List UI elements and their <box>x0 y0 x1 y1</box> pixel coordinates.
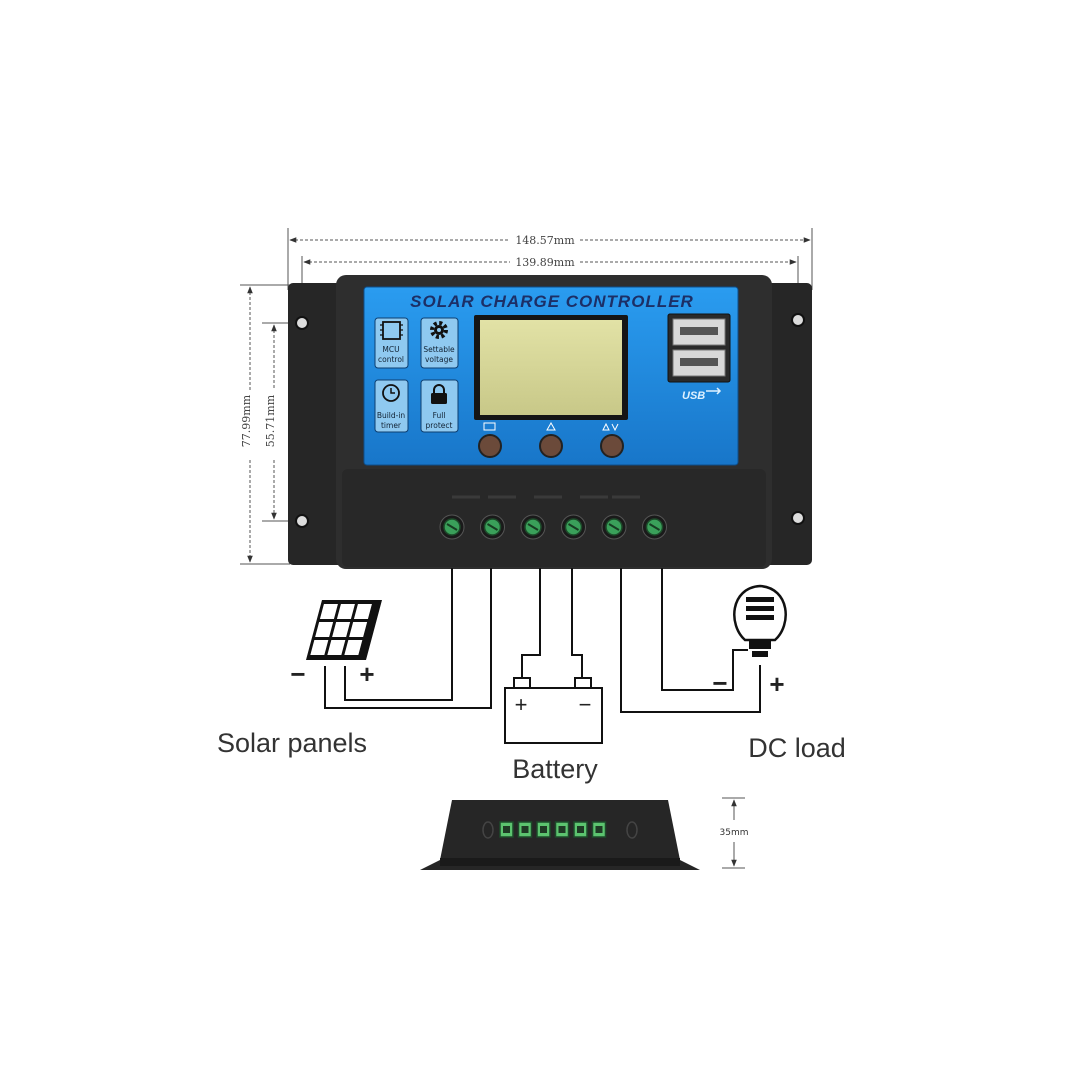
solar-cell <box>349 622 368 637</box>
usb-label: USB <box>682 390 705 402</box>
feature-voltage-line2: voltage <box>425 355 453 364</box>
usb-icon <box>706 387 722 395</box>
screw-terminal <box>520 514 546 540</box>
button-down[interactable] <box>600 434 624 458</box>
side-vent <box>626 821 638 839</box>
solar-plus: + <box>359 659 374 689</box>
solar-cell <box>353 604 372 619</box>
solar-cell <box>319 604 338 619</box>
light-bulb-icon: − + <box>712 584 787 699</box>
dimension-depth: 35mm <box>720 797 749 869</box>
solar-cell <box>315 622 334 637</box>
overall-height-label: 77.99mm <box>240 394 253 447</box>
dimension-overall-width: 148.57mm <box>287 228 813 290</box>
side-vent <box>482 821 494 839</box>
wire-load-neg <box>661 568 748 691</box>
menu-icon <box>483 422 496 431</box>
side-view <box>420 800 700 870</box>
solar-cell <box>327 640 346 655</box>
screw-terminal <box>439 514 465 540</box>
solar-cell <box>310 640 329 655</box>
feature-mcu-line2: control <box>378 355 404 364</box>
lock-icon <box>431 384 447 404</box>
up-down-icon <box>602 422 619 432</box>
feature-timer: Build-in timer <box>374 379 409 433</box>
mount-hole-tr <box>791 313 805 327</box>
depth-label: 35mm <box>720 828 749 838</box>
button-menu[interactable] <box>478 434 502 458</box>
screw-terminal <box>480 514 505 540</box>
feature-protect-line2: protect <box>426 421 453 430</box>
terminals <box>439 514 667 540</box>
solar-cell <box>332 622 351 637</box>
mount-hole-bl <box>295 514 309 528</box>
up-icon <box>546 421 556 431</box>
hole-height-label: 55.71mm <box>264 394 277 447</box>
screw-terminal <box>601 514 627 540</box>
solar-panel-icon: − + <box>290 600 382 689</box>
feature-timer-line2: timer <box>381 421 402 430</box>
wire-battery-neg <box>571 568 583 680</box>
feature-protect-line1: Full <box>433 411 446 420</box>
load-plus: + <box>769 669 784 699</box>
load-minus: − <box>712 668 727 698</box>
screw-terminal <box>561 514 586 540</box>
wire-load-pos <box>620 568 761 713</box>
overall-width-label: 148.57mm <box>515 234 575 247</box>
battery-label: Battery <box>512 754 598 784</box>
charge-controller: SOLAR CHARGE CONTROLLER MCU control Sett… <box>288 275 812 569</box>
battery-minus: − <box>579 692 592 717</box>
solar-minus: − <box>290 659 305 689</box>
wire-battery-pos <box>521 568 541 680</box>
screw-terminal <box>642 514 667 540</box>
hole-width-label: 139.89mm <box>515 256 575 269</box>
terminal-block <box>342 469 766 567</box>
solar-cell <box>344 640 363 655</box>
usb-ports: USB <box>667 313 731 402</box>
wire-solar-neg <box>324 568 492 709</box>
clock-icon <box>382 384 400 402</box>
control-buttons <box>478 421 624 458</box>
mount-hole-br <box>791 511 805 525</box>
lcd-screen <box>480 320 622 415</box>
dimension-hole-width: 139.89mm <box>301 256 799 290</box>
mount-hole-tl <box>295 316 309 330</box>
gear-icon <box>430 321 448 339</box>
solar-panels-label: Solar panels <box>217 728 367 758</box>
battery-icon: + − <box>504 677 603 744</box>
wiring <box>324 568 761 713</box>
wire-solar-pos <box>344 568 453 701</box>
battery-plus: + <box>515 692 528 717</box>
feature-protect: Full protect <box>420 379 459 433</box>
feature-settable-voltage: Settable voltage <box>420 317 459 369</box>
chip-icon <box>380 321 403 340</box>
dc-load-label: DC load <box>748 733 846 763</box>
solar-cell <box>336 604 355 619</box>
dimension-hole-height: 55.71mm <box>262 322 300 522</box>
feature-voltage-line1: Settable <box>423 345 455 354</box>
button-up[interactable] <box>539 434 563 458</box>
feature-timer-line1: Build-in <box>377 411 406 420</box>
dimension-overall-height: 77.99mm <box>240 284 290 565</box>
controller-title: SOLAR CHARGE CONTROLLER <box>410 292 694 311</box>
feature-mcu: MCU control <box>374 317 409 369</box>
feature-mcu-line1: MCU <box>382 345 399 354</box>
